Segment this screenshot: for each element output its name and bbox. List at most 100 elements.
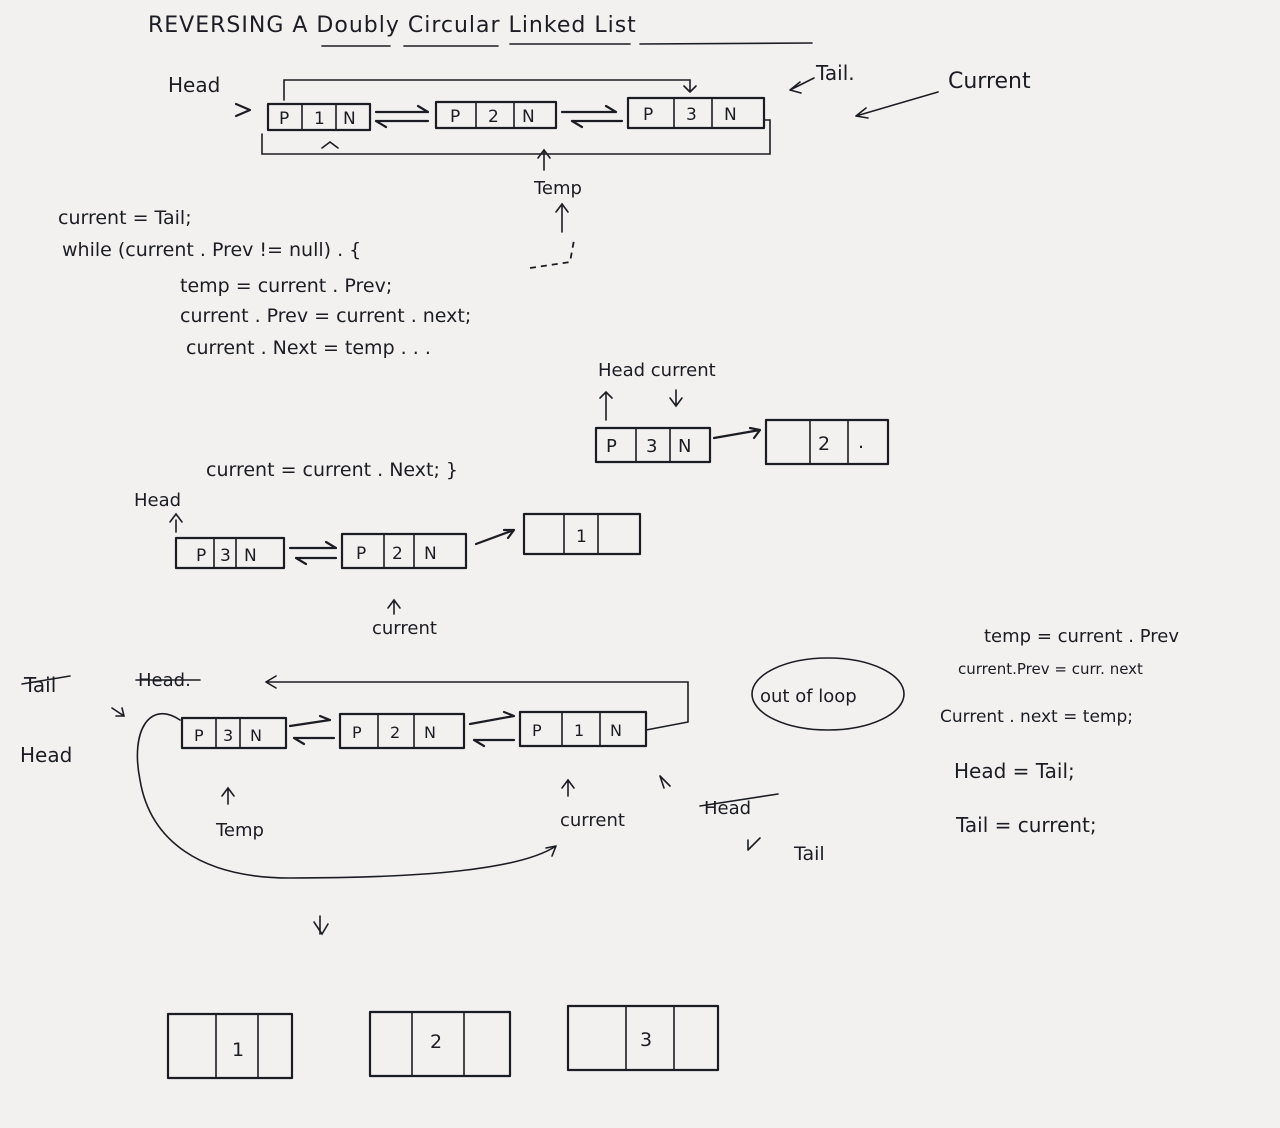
current-label-bottom: current [560, 810, 625, 831]
split-node-2 [368, 1010, 512, 1078]
current-arrow-top [855, 91, 939, 119]
code-line-5: current . Next = temp . . . [186, 337, 431, 359]
head-pointer-row3 [169, 512, 183, 533]
final-node-3-dividers [215, 717, 241, 749]
node-3-prev: P [643, 105, 653, 125]
top-list: P 1 N P 2 N P 3 N [261, 79, 771, 171]
iter2-node-1-dividers [563, 513, 599, 555]
final-circular-bottom [136, 713, 557, 879]
iter2-node-1-value: 1 [576, 527, 587, 547]
split-node-1 [166, 1012, 294, 1080]
final-circular-top [265, 675, 689, 731]
after-line-1: temp = current . Prev [984, 626, 1179, 647]
current-label-mid: current [372, 618, 437, 639]
final-node-2 [338, 712, 466, 750]
iter1-node-2-next: . [858, 431, 864, 453]
iter1-node-3-next: N [678, 436, 691, 457]
out-of-loop-label: out of loop [760, 686, 857, 707]
current-label-top: Current [948, 69, 1031, 94]
tail-label-bottom: Tail [793, 843, 825, 865]
iter2-node-2-prev: P [356, 544, 366, 564]
final-link-3-2 [288, 714, 336, 746]
code-line-6: current = current . Next; } [206, 459, 458, 481]
temp-pointer-bottom [221, 786, 235, 805]
final-node-2-prev: P [352, 723, 362, 742]
out-of-loop-circle [751, 657, 905, 731]
code-line-2: while (current . Prev != null) . { [62, 239, 361, 261]
iter2-node-3 [174, 536, 286, 570]
head-strike-right [699, 793, 779, 807]
iter1-node-3-value: 3 [646, 436, 657, 457]
node-3 [626, 96, 766, 130]
circular-link-bottom [261, 119, 771, 155]
head-arrow-top [234, 102, 252, 118]
node-2-next: N [522, 107, 535, 127]
final-list: P 3 N P 2 N P 1 N [136, 675, 689, 879]
iter2-node-3-dividers [213, 537, 237, 569]
current-pointer-bottom [561, 778, 575, 797]
split-node-3-value: 3 [640, 1029, 652, 1051]
final-link-2-1 [468, 710, 516, 748]
split-node-3-dividers [625, 1005, 675, 1071]
head-pointer-mid [599, 390, 613, 421]
final-node-1-value: 1 [574, 721, 584, 740]
iter2-link-3-2 [288, 540, 338, 566]
split-node-1-value: 1 [232, 1039, 244, 1061]
dashed-connector [529, 239, 575, 269]
final-node-3 [180, 716, 288, 750]
node-1 [266, 102, 372, 132]
after-line-3: Current . next = temp; [940, 707, 1133, 727]
temp-pointer-top [537, 148, 551, 171]
iter1-node-3-dividers [635, 427, 671, 463]
iter2-node-2-next: N [424, 544, 437, 564]
final-node-3-next: N [250, 726, 262, 745]
after-line-4: Head = Tail; [954, 759, 1075, 783]
after-loop-code: temp = current . Prev current.Prev = cur… [940, 626, 1179, 837]
final-node-3-value: 3 [223, 726, 233, 745]
node-2-value: 2 [488, 107, 499, 127]
code-line-1: current = Tail; [58, 207, 192, 229]
iter2-node-2 [340, 532, 468, 570]
iter1-node-2-dividers [809, 419, 849, 465]
circular-link-top [283, 79, 697, 101]
head-label-mid: Head [134, 490, 181, 511]
final-node-1-prev: P [532, 721, 542, 740]
diagram-title: REVERSING A Doubly Circular Linked List [148, 13, 637, 38]
temp-pointer-up [555, 202, 569, 233]
tail-label-top: Tail. [815, 61, 855, 85]
iter1-link [712, 426, 762, 440]
node-1-prev: P [279, 109, 289, 129]
head-current-label: Head current [598, 360, 716, 381]
code-line-4: current . Prev = current . next; [180, 305, 471, 327]
after-line-5: Tail = current; [955, 813, 1097, 837]
link-2-3 [560, 104, 624, 129]
node-3-next: N [724, 105, 737, 125]
split-node-1-dividers [215, 1013, 259, 1079]
tail-strike [21, 675, 71, 685]
node-2-prev: P [450, 107, 460, 127]
split-node-2-value: 2 [430, 1031, 442, 1053]
head-label-bottom: Head [20, 743, 72, 767]
link-1-2 [374, 104, 430, 129]
head-label-top: Head [168, 73, 220, 97]
iter2-node-2-value: 2 [392, 544, 403, 564]
temp-label-top: Temp [533, 178, 582, 199]
head-arrow-bottom [111, 707, 126, 717]
final-node-2-value: 2 [390, 723, 400, 742]
iter2-node-3-prev: P [196, 546, 206, 566]
final-node-1-next: N [610, 721, 622, 740]
down-arrow-bottom [313, 915, 329, 936]
node-2-dividers [475, 101, 515, 129]
node-1-dividers [301, 103, 337, 131]
after-line-2: current.Prev = curr. next [958, 660, 1143, 678]
node-1-next: N [343, 109, 356, 129]
current-pointer-row3 [387, 598, 401, 615]
tail-arrow-top [789, 77, 815, 94]
iter2-node-3-value: 3 [220, 546, 231, 566]
iter2-link-2-1 [474, 528, 516, 546]
current-pointer-mid [669, 389, 683, 408]
final-node-1-dividers [561, 711, 601, 747]
tail-pointer-bottom [747, 837, 761, 851]
